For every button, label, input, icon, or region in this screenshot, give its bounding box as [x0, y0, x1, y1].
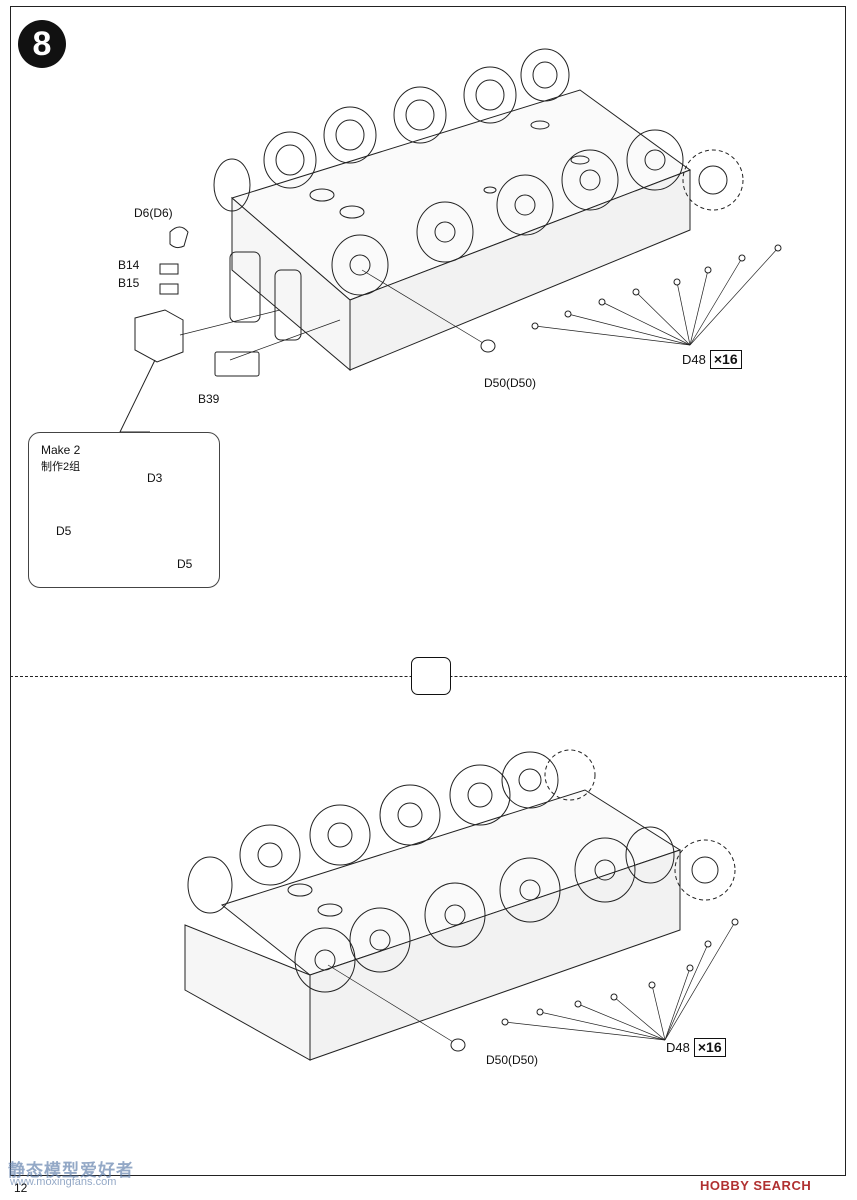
label-d5-left: D5	[56, 524, 72, 538]
quantity-d48-top: D48 ×16	[682, 350, 742, 369]
label-b14: B14	[118, 258, 140, 272]
label-b39: B39	[198, 392, 220, 406]
inset-title-en: Make 2	[41, 443, 81, 457]
watermark-left-url: www.moxingfans.com	[10, 1176, 117, 1188]
watermark-left: 静态模型爱好者	[8, 1161, 134, 1180]
page-number: 12	[14, 1181, 28, 1195]
label-d6: D6(D6)	[134, 206, 173, 220]
label-d5-right: D5	[177, 557, 193, 571]
label-d3: D3	[147, 471, 163, 485]
watermark-right: HOBBY SEARCH	[700, 1178, 812, 1193]
label-b15: B15	[118, 276, 140, 290]
quantity-box-bottom: ×16	[693, 1038, 726, 1057]
inset-title-zh: 制作2组	[41, 461, 81, 473]
label-d48-bottom: D48	[666, 1040, 690, 1055]
sub-assembly-inset: Make 2 制作2组	[28, 432, 220, 588]
label-d48: D48	[682, 352, 706, 367]
step-number-badge: 8	[18, 20, 66, 68]
label-d50: D50(D50)	[484, 376, 537, 390]
quantity-box: ×16	[709, 350, 742, 369]
label-d50-bottom: D50(D50)	[486, 1053, 539, 1067]
quantity-d48-bottom: D48 ×16	[666, 1038, 726, 1057]
page-frame	[10, 6, 846, 1176]
flip-view-icon	[411, 657, 451, 695]
